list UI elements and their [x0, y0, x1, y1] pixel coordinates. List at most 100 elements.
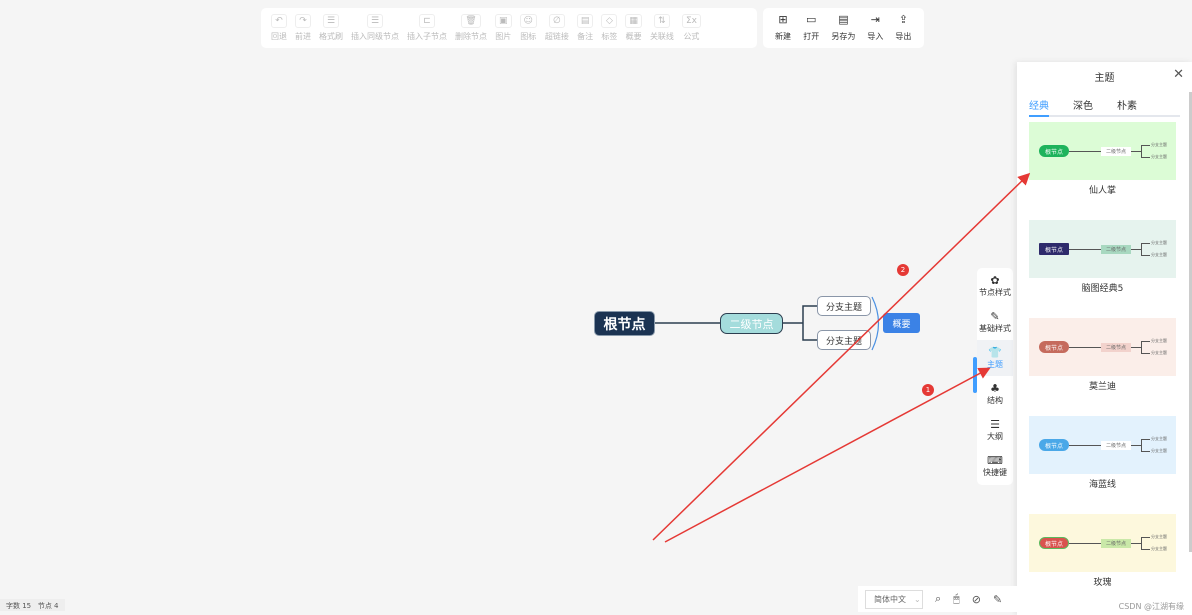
toolbar-label: 超链接 — [544, 32, 569, 41]
formula-icon: Σx — [681, 14, 701, 28]
delete-node-icon: 🗑 — [461, 14, 481, 28]
sidebar-item-outline[interactable]: ☰大纲 — [977, 412, 1013, 448]
sidebar-item-shortcut[interactable]: ⌨快捷键 — [977, 448, 1013, 484]
toolbar-button-import[interactable]: ⇥导入 — [867, 14, 883, 42]
mini-line — [1131, 347, 1141, 348]
toolbar-label: 标签 — [601, 32, 618, 41]
mini-bracket — [1141, 439, 1150, 452]
theme-card[interactable]: 根节点二级节点分支主题分支主题 — [1029, 416, 1176, 474]
toolbar-button-emoji[interactable]: ☺图标 — [519, 14, 537, 42]
mini-bracket — [1141, 341, 1150, 354]
navigator-icon[interactable]: ⊘ — [971, 592, 981, 606]
theme-card[interactable]: 根节点二级节点分支主题分支主题 — [1029, 122, 1176, 180]
toolbar-button-note[interactable]: ▤备注 — [576, 14, 594, 42]
annotation-badge: 2 — [897, 264, 909, 276]
toolbar-label: 图标 — [520, 32, 537, 41]
theme-card[interactable]: 根节点二级节点分支主题分支主题 — [1029, 514, 1176, 572]
mini-root: 根节点 — [1039, 145, 1069, 157]
mini-root: 根节点 — [1039, 537, 1069, 549]
branch-node[interactable]: 分支主题 — [817, 330, 871, 350]
right-sidebar: ✿节点样式✎基础样式👕主题♣结构☰大纲⌨快捷键 — [977, 268, 1013, 485]
link-icon: ∅ — [548, 14, 565, 28]
sidebar-label: 主题 — [987, 360, 1003, 369]
edit-icon[interactable]: ✎ — [993, 592, 1003, 606]
scrollbar[interactable] — [1189, 92, 1192, 552]
import-icon: ⇥ — [870, 13, 881, 26]
insert-sibling-icon: ☰ — [366, 14, 384, 28]
toolbar-label: 删除节点 — [455, 32, 487, 41]
toolbar-button-redo[interactable]: ↷前进 — [295, 14, 311, 42]
mini-line — [1131, 249, 1141, 250]
theme-card[interactable]: 根节点二级节点分支主题分支主题 — [1029, 318, 1176, 376]
sidebar-label: 快捷键 — [983, 468, 1007, 477]
node-count: 节点 4 — [37, 602, 59, 610]
toolbar-label: 插入同级节点 — [351, 32, 399, 41]
toolbar-label: 新建 — [775, 32, 791, 41]
undo-icon: ↶ — [271, 14, 287, 28]
sidebar-label: 结构 — [987, 396, 1003, 405]
toolbar-button-new-file[interactable]: ⊞ 新建 — [775, 14, 791, 42]
branch-node[interactable]: 分支主题 — [817, 296, 871, 316]
theme-panel: 主题 ✕ 经典深色朴素 根节点二级节点分支主题分支主题仙人掌根节点二级节点分支主… — [1017, 62, 1192, 615]
toolbar-button-delete-node[interactable]: 🗑 删除节点 — [455, 14, 487, 42]
theme-name: 莫兰迪 — [1088, 382, 1116, 392]
mini-line — [1069, 151, 1101, 152]
sidebar-item-base-style[interactable]: ✎基础样式 — [977, 304, 1013, 340]
mini-line — [1131, 543, 1141, 544]
mini-root: 根节点 — [1039, 243, 1069, 255]
panel-title: 主题 — [1094, 73, 1115, 84]
mini-root: 根节点 — [1039, 439, 1069, 451]
sidebar-item-node-style[interactable]: ✿节点样式 — [977, 268, 1013, 304]
tag-icon: ◇ — [601, 14, 618, 28]
summary-node[interactable]: 概要 — [883, 313, 920, 333]
root-node[interactable]: 根节点 — [594, 311, 655, 336]
mini-branch: 分支主题 — [1151, 350, 1167, 355]
search-icon[interactable]: ⌕ — [935, 592, 942, 605]
toolbar-label: 导出 — [895, 32, 912, 41]
sidebar-item-theme-shirt[interactable]: 👕主题 — [977, 340, 1013, 376]
toolbar-button-image[interactable]: ▣图片 — [495, 14, 512, 42]
theme-card[interactable]: 根节点二级节点分支主题分支主题 — [1029, 220, 1176, 278]
toolbar-button-export[interactable]: ⇪导出 — [895, 14, 911, 42]
language-value: 简体中文 — [874, 594, 906, 604]
mini-second: 二级节点 — [1101, 539, 1131, 548]
toolbar-button-tag[interactable]: ◇ 标签 — [601, 14, 618, 42]
toolbar-button-relation-line[interactable]: ⇅关联线 — [650, 14, 674, 42]
close-icon[interactable]: ✕ — [1173, 67, 1184, 82]
note-icon: ▤ — [576, 14, 594, 28]
second-level-node[interactable]: 二级节点 — [720, 313, 783, 334]
toolbar-button-link[interactable]: ∅ 超链接 — [545, 14, 569, 42]
toolbar-button-insert-child[interactable]: ⊏插入子节点 — [407, 14, 447, 42]
mini-branch: 分支主题 — [1151, 338, 1167, 343]
edit-toolbar: ↶回退 ↷前进 ☰格式刷 ☰ 插入同级节点 ⊏插入子节点 🗑 删除节点 ▣图片 ☺图标 ∅ 超链接 ▤备… — [261, 8, 757, 48]
mini-branch: 分支主题 — [1151, 448, 1167, 453]
mini-root: 根节点 — [1039, 341, 1069, 353]
toolbar-button-undo[interactable]: ↶回退 — [271, 14, 287, 42]
sidebar-label: 大纲 — [987, 432, 1003, 441]
toolbar-button-format-painter[interactable]: ☰格式刷 — [319, 14, 343, 42]
mini-line — [1131, 445, 1141, 446]
toolbar-button-summary[interactable]: ▦概要 — [625, 14, 642, 42]
mini-second: 二级节点 — [1101, 245, 1131, 254]
sidebar-item-structure[interactable]: ♣结构 — [977, 376, 1013, 412]
mini-branch: 分支主题 — [1151, 546, 1167, 551]
mini-line — [1069, 543, 1101, 544]
mini-branch: 分支主题 — [1151, 142, 1167, 147]
toolbar-button-save-as[interactable]: ▤另存为 — [831, 14, 855, 42]
toolbar-button-open-folder[interactable]: ▭打开 — [803, 14, 819, 42]
mouse-icon[interactable]: 🖱 — [953, 592, 960, 605]
mini-second: 二级节点 — [1101, 147, 1131, 156]
tab-0[interactable]: 经典 — [1029, 97, 1049, 117]
word-count: 字数 15 — [6, 602, 32, 610]
language-select[interactable]: 简体中文⌄ — [865, 589, 923, 609]
theme-shirt-icon: 👕 — [988, 346, 1002, 359]
new-file-icon: ⊞ — [778, 13, 788, 26]
mini-line — [1069, 445, 1101, 446]
tab-1[interactable]: 深色 — [1073, 101, 1093, 112]
tab-2[interactable]: 朴素 — [1117, 101, 1137, 112]
toolbar-button-insert-sibling[interactable]: ☰ 插入同级节点 — [351, 14, 399, 42]
annotation-badge: 1 — [922, 384, 934, 396]
mini-branch: 分支主题 — [1151, 436, 1167, 441]
sidebar-label: 节点样式 — [979, 288, 1011, 297]
